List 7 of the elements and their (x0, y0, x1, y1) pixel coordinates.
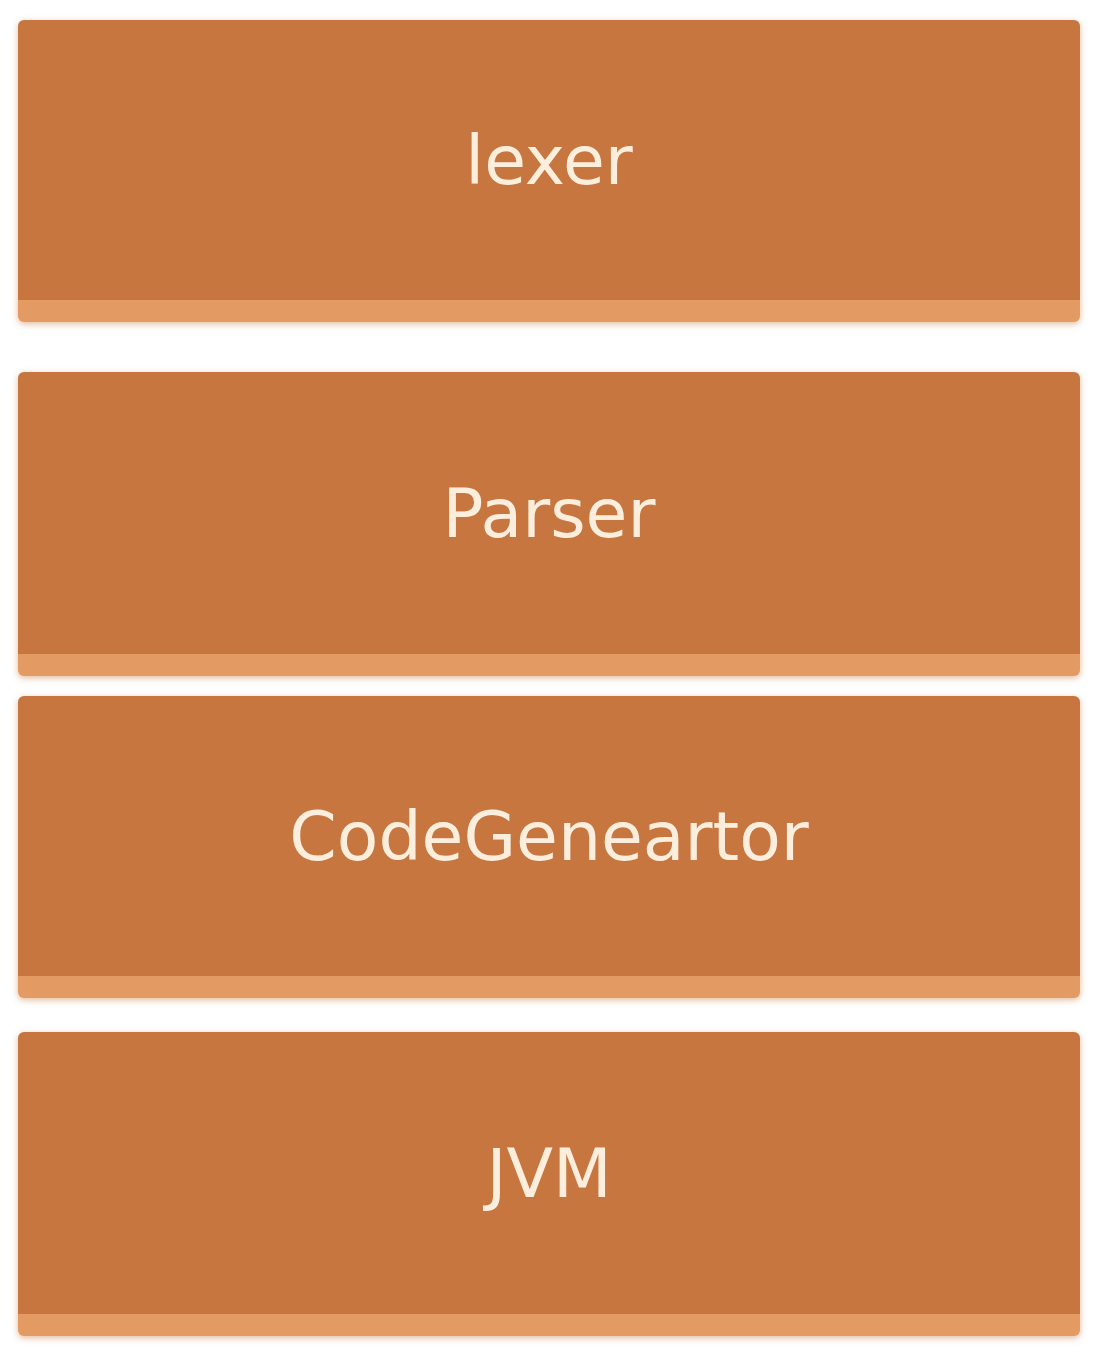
layer-band (18, 1032, 1080, 1336)
layer-band (18, 20, 1080, 322)
layer-label: Parser (442, 473, 656, 553)
layer-label: CodeGeneartor (289, 796, 809, 876)
layer-band (18, 696, 1080, 998)
layer-band (18, 372, 1080, 676)
layer-label: lexer (465, 120, 633, 200)
